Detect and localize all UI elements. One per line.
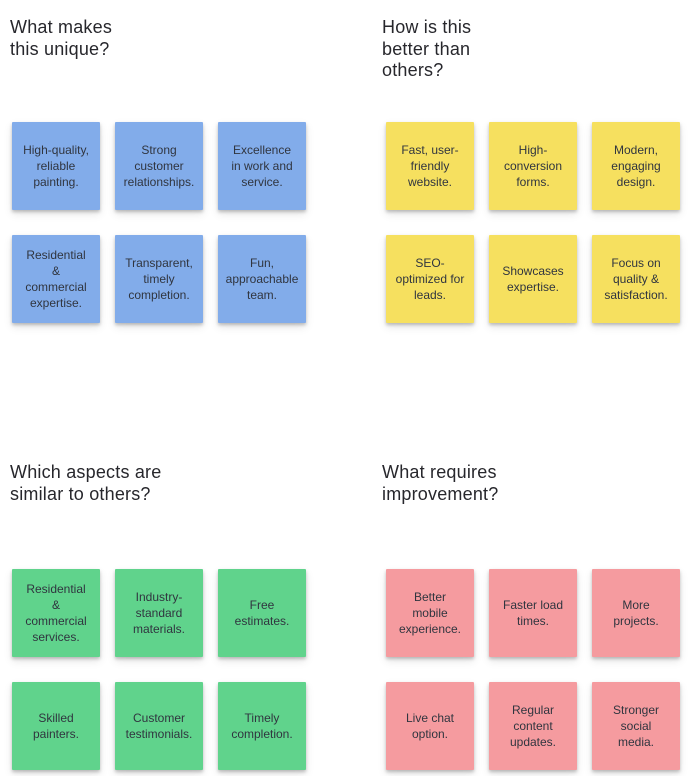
sticky-note[interactable]: Residential & commercial expertise. [12, 235, 100, 323]
quadrant-title[interactable]: How is this better than others? [382, 17, 472, 80]
sticky-note[interactable]: Fun, approachable team. [218, 235, 306, 323]
sticky-note[interactable]: Skilled painters. [12, 682, 100, 770]
sticky-note-grid: Better mobile experience. Faster load ti… [386, 569, 680, 770]
sticky-note[interactable]: Modern, engaging design. [592, 122, 680, 210]
quadrant-title[interactable]: Which aspects are similar to others? [10, 462, 162, 504]
sticky-note[interactable]: Live chat option. [386, 682, 474, 770]
sticky-note[interactable]: Regular content updates. [489, 682, 577, 770]
sticky-note[interactable]: Transparent, timely completion. [115, 235, 203, 323]
sticky-note[interactable]: Better mobile experience. [386, 569, 474, 657]
sticky-note[interactable]: SEO-optimized for leads. [386, 235, 474, 323]
sticky-note[interactable]: Strong customer relationships. [115, 122, 203, 210]
sticky-note[interactable]: Excellence in work and service. [218, 122, 306, 210]
quadrant-title[interactable]: What makes this unique? [10, 17, 113, 59]
sticky-note[interactable]: Faster load times. [489, 569, 577, 657]
sticky-note-grid: Residential & commercial services. Indus… [12, 569, 306, 770]
sticky-note[interactable]: High-conversion forms. [489, 122, 577, 210]
sticky-note[interactable]: Fast, user-friendly website. [386, 122, 474, 210]
sticky-note[interactable]: Free estimates. [218, 569, 306, 657]
sticky-note[interactable]: Stronger social media. [592, 682, 680, 770]
sticky-note[interactable]: Industry-standard materials. [115, 569, 203, 657]
sticky-note[interactable]: Customer testimonials. [115, 682, 203, 770]
sticky-note-grid: Fast, user-friendly website. High-conver… [386, 122, 680, 323]
sticky-note[interactable]: More projects. [592, 569, 680, 657]
quadrant-title[interactable]: What requires improvement? [382, 462, 499, 504]
sticky-note[interactable]: Focus on quality & satisfaction. [592, 235, 680, 323]
sticky-note[interactable]: High-quality, reliable painting. [12, 122, 100, 210]
sticky-note-grid: High-quality, reliable painting. Strong … [12, 122, 306, 323]
sticky-note[interactable]: Residential & commercial services. [12, 569, 100, 657]
sticky-note[interactable]: Showcases expertise. [489, 235, 577, 323]
sticky-note[interactable]: Timely completion. [218, 682, 306, 770]
